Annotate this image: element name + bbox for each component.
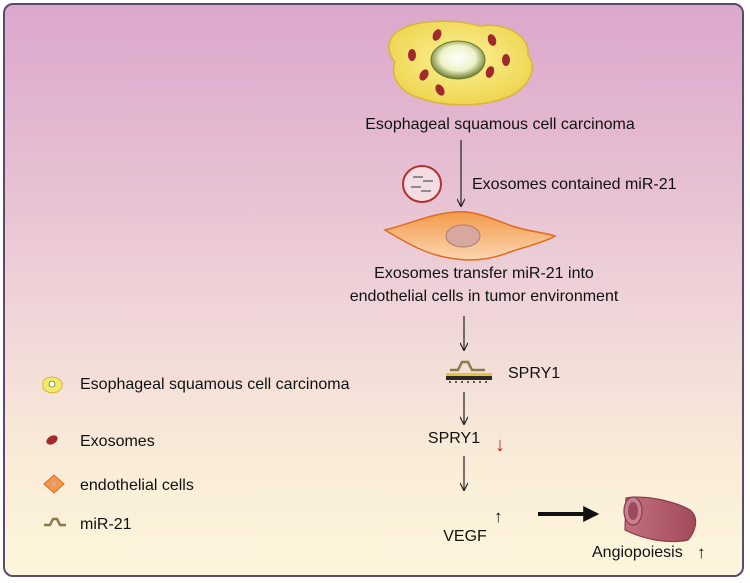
tumor-cell-icon	[388, 20, 533, 106]
legend: Esophageal squamous cell carcinoma Exoso…	[42, 376, 350, 533]
blood-vessel-icon	[623, 496, 697, 543]
diagram-frame	[3, 3, 744, 577]
legend-item-endothelial: endothelial cells	[43, 474, 194, 494]
exosome-icon	[402, 165, 442, 203]
legend-label-mir21: miR-21	[80, 516, 132, 533]
vegf-label: VEGF	[443, 528, 487, 545]
legend-label-escc: Esophageal squamous cell carcinoma	[80, 376, 350, 393]
vegf-increase-indicator: ↑	[494, 507, 503, 526]
legend-item-exosomes: Exosomes	[46, 433, 155, 450]
mir21-icon	[44, 517, 66, 527]
legend-label-exosomes: Exosomes	[80, 433, 155, 450]
transfer-label-line2: endothelial cells in tumor environment	[350, 288, 619, 305]
angiopoiesis-increase-indicator: ↑	[697, 543, 706, 562]
endothelial-cell-icon	[43, 474, 65, 494]
endothelial-cell-icon	[383, 211, 557, 261]
spry1-receptor-label: SPRY1	[508, 365, 560, 382]
spry1-decrease-indicator: ↓	[495, 434, 505, 456]
escc-label: Esophageal squamous cell carcinoma	[365, 116, 635, 133]
exosome-icon	[46, 435, 58, 445]
legend-item-escc: Esophageal squamous cell carcinoma	[42, 376, 350, 394]
spry1-level-label: SPRY1	[428, 430, 480, 447]
exosomes-contained-label: Exosomes contained miR-21	[472, 176, 677, 193]
legend-label-endothelial: endothelial cells	[80, 477, 194, 494]
angiopoiesis-label: Angiopoiesis	[592, 544, 683, 561]
escc-cell-icon	[42, 376, 63, 394]
transfer-label-line1: Exosomes transfer miR-21 into	[374, 265, 594, 282]
membrane-receptor-icon	[446, 360, 492, 383]
legend-item-mir21: miR-21	[44, 516, 132, 533]
